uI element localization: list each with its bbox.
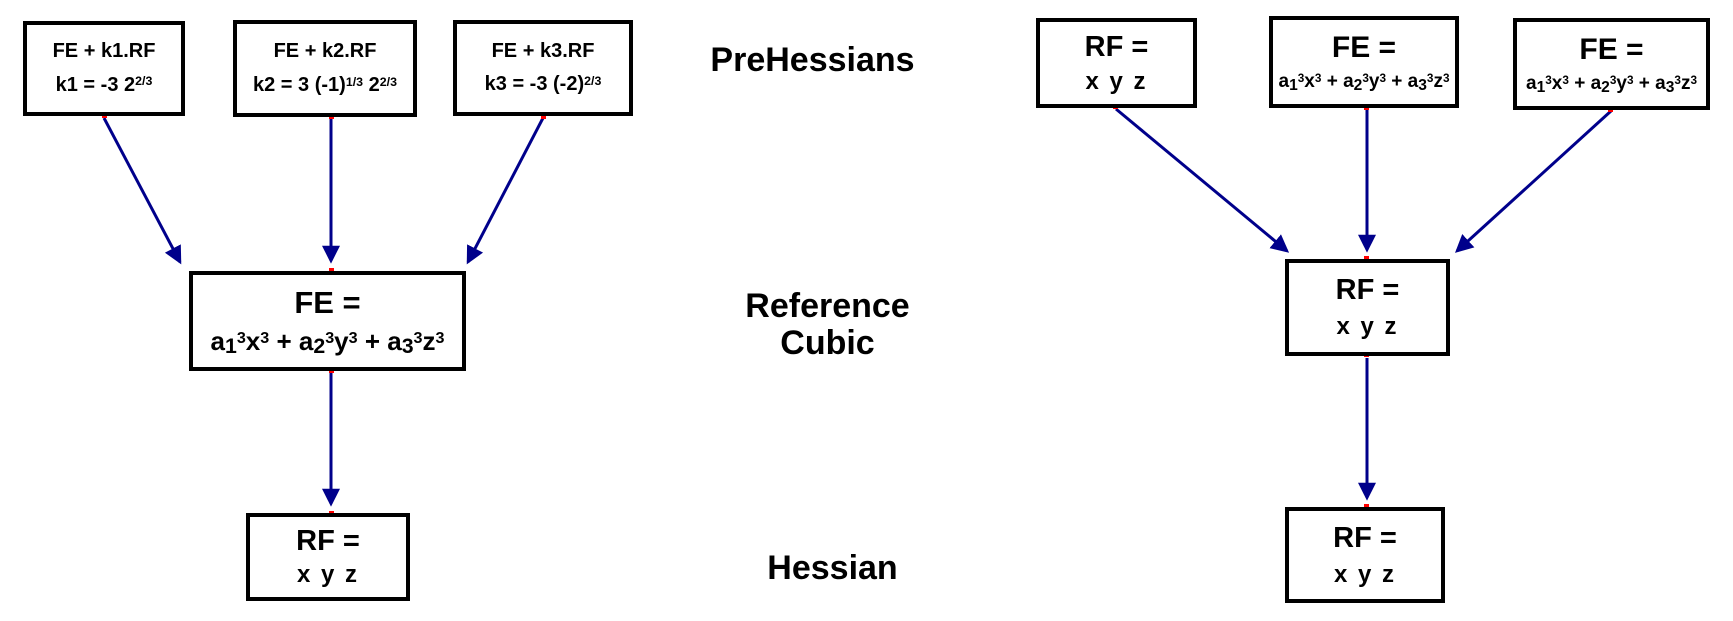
prehessians-label: PreHessians [710, 41, 915, 79]
left-reference-cubic-fe-box: FE = a13x3 + a23y3 + a33z3 [189, 271, 466, 371]
box-title: FE = [1579, 33, 1644, 67]
box-title: RF = [1333, 522, 1397, 555]
right-prehessian-rf-box: RF = x y z [1036, 18, 1197, 108]
box-title: RF = [1084, 31, 1149, 64]
box-value: x y z [1336, 313, 1399, 341]
box-value: x y z [1333, 560, 1397, 588]
arrow-left-k1-to-fe [102, 117, 182, 265]
box-title: RF = [296, 525, 360, 558]
hessian-label: Hessian [767, 549, 898, 587]
arrow-left-k3-to-fe [466, 117, 545, 265]
left-prehessian-k2-box: FE + k2.RF k2 = 3 (-1)1/3 22/3 [233, 20, 417, 117]
reference-cubic-label-line1: Reference [745, 287, 910, 325]
box-formula: a13x3 + a23y3 + a33z3 [1278, 70, 1450, 94]
box-title: FE = [294, 285, 361, 321]
arrow-right-fe2-to-rf-mid [1455, 109, 1613, 253]
box-title: FE + k1.RF [52, 40, 156, 63]
box-title: FE = [1331, 31, 1397, 65]
right-prehessian-fe-box-1: FE = a13x3 + a23y3 + a33z3 [1269, 16, 1459, 108]
left-hessian-rf-box: RF = x y z [246, 513, 410, 601]
box-title: FE + k3.RF [491, 39, 595, 62]
left-prehessian-k3-box: FE + k3.RF k3 = -3 (-2)2/3 [453, 20, 633, 116]
reference-cubic-label: Reference Cubic [700, 288, 955, 362]
box-formula: k1 = -3 22/3 [55, 73, 153, 96]
box-formula: k3 = -3 (-2)2/3 [484, 73, 602, 96]
arrow-right-rf-to-rf-mid [1115, 107, 1290, 253]
right-reference-cubic-rf-box: RF = x y z [1285, 259, 1450, 356]
box-title: RF = [1335, 274, 1400, 307]
box-formula: k2 = 3 (-1)1/3 22/3 [253, 74, 397, 96]
box-formula: a13x3 + a23y3 + a33z3 [1526, 72, 1697, 96]
left-prehessian-k1-box: FE + k1.RF k1 = -3 22/3 [23, 21, 185, 116]
box-formula: a13x3 + a23y3 + a33z3 [210, 325, 445, 359]
box-value: x y z [1085, 67, 1148, 95]
box-title: FE + k2.RF [273, 40, 377, 62]
right-prehessian-fe-box-2: FE = a13x3 + a23y3 + a33z3 [1513, 18, 1710, 110]
reference-cubic-label-line2: Cubic [780, 324, 875, 362]
box-value: x y z [296, 561, 360, 589]
right-hessian-rf-box: RF = x y z [1285, 507, 1445, 603]
